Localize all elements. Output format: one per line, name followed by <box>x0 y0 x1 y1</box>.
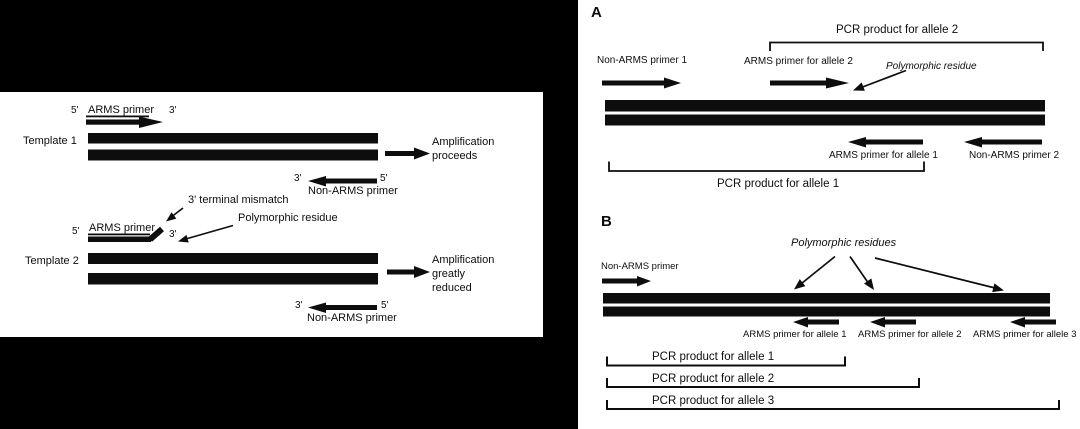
non-arms-primer1-label: Non-ARMS primer 1 <box>597 55 688 66</box>
panel-b-label: B <box>601 213 612 230</box>
mismatch-pointer-arrow <box>166 207 184 222</box>
pcr-product-allele1-label-a: PCR product for allele 1 <box>717 178 840 190</box>
arms-principle-panel: 5' ARMS primer 3' Template 1 Amplificati… <box>0 92 543 337</box>
arms-primer-allele1-arrow-b <box>793 317 839 328</box>
pcr-allele2-bracket <box>769 41 1044 51</box>
polymorphic-residue-arrow-a <box>853 69 907 91</box>
t1-bottom-three-prime: 3' <box>294 173 302 184</box>
pcr-product-allele2-label-a: PCR product for allele 2 <box>836 24 959 36</box>
amplification-reduced-arrow <box>387 266 430 278</box>
polymorphic-site-hatch <box>866 292 877 317</box>
panel-a-label: A <box>591 4 602 21</box>
polymorphic-residue-label-a: Polymorphic residue <box>886 61 977 72</box>
template1-arms-primer-arrow <box>86 115 163 128</box>
right-panel-graphics <box>602 41 1060 410</box>
t2-arms-primer-label: ARMS primer <box>89 222 156 234</box>
pcr-allele1-bracket-a <box>608 161 925 172</box>
t2-three-prime-label: 3' <box>169 229 177 240</box>
pcr-product-allele1-label-b: PCR product for allele 1 <box>652 351 775 363</box>
non-arms-primer2-arrow <box>964 137 1042 148</box>
template1-dna-bars <box>88 133 378 161</box>
amplification-reduced-line2: greatly <box>432 268 466 280</box>
arms-primer-allele2-label-b: ARMS primer for allele 2 <box>858 329 962 340</box>
t1-non-arms-primer-label: Non-ARMS primer <box>308 185 398 197</box>
left-panel-graphics <box>86 115 430 313</box>
t2-five-prime-label: 5' <box>72 226 80 237</box>
t1-arms-primer-label: ARMS primer <box>88 104 155 116</box>
amplification-proceeds-line1: Amplification <box>432 136 495 148</box>
template2-arms-primer-bent <box>88 226 164 242</box>
pcr-allele1-bracket-b <box>606 356 846 367</box>
t1-bottom-five-prime: 5' <box>380 173 388 184</box>
pcr-product-allele2-label-b: PCR product for allele 2 <box>652 373 775 385</box>
t2-bottom-five-prime: 5' <box>381 300 389 311</box>
t2-non-arms-primer-label: Non-ARMS primer <box>307 312 397 324</box>
template2-label: Template 2 <box>25 255 79 267</box>
t1-three-prime-label: 3' <box>169 105 177 116</box>
non-arms-primer-arrow-b <box>602 276 651 287</box>
arms-primer-allele3-arrow-b <box>1010 317 1056 328</box>
dna-bars-a <box>605 100 1045 126</box>
pcr-product-allele3-label-b: PCR product for allele 3 <box>652 395 775 407</box>
polymorphic-pointer-arrow <box>178 224 234 243</box>
t1-five-prime-label: 5' <box>71 105 79 116</box>
amplification-proceeds-arrow <box>385 147 430 160</box>
polymorphic-residues-arrows-b <box>794 255 1004 293</box>
dna-bars-b <box>603 293 1050 317</box>
pcr-allele2-bracket-b <box>606 378 920 388</box>
template1-non-arms-primer-arrow <box>308 176 377 187</box>
arms-primer-allele2-arrow-b <box>870 317 916 328</box>
non-arms-primer2-label: Non-ARMS primer 2 <box>969 150 1060 161</box>
polymorphic-residues-label-b: Polymorphic residues <box>791 237 897 249</box>
pcr-allele3-bracket-b <box>606 400 1060 410</box>
arms-primer-allele3-label-b: ARMS primer for allele 3 <box>973 329 1077 340</box>
template1-label: Template 1 <box>23 135 77 147</box>
polymorphic-residue-label-left: Polymorphic residue <box>238 212 338 224</box>
polymorphic-site-checker <box>1001 293 1011 316</box>
arms-primer-allele1-label-a: ARMS primer for allele 1 <box>829 150 938 161</box>
template2-non-arms-primer-arrow <box>308 302 377 313</box>
arms-primer-allele2-label-a: ARMS primer for allele 2 <box>744 56 853 67</box>
non-arms-primer-label-b: Non-ARMS primer <box>601 261 679 272</box>
amplification-proceeds-line2: proceeds <box>432 150 478 162</box>
amplification-reduced-line1: Amplification <box>432 254 495 266</box>
template2-dna-bars <box>88 253 378 285</box>
mismatch-label: 3' terminal mismatch <box>188 194 289 206</box>
allele-pcr-panel: A PCR product for allele 2 Non-ARMS prim… <box>578 0 1080 429</box>
t2-bottom-three-prime: 3' <box>295 300 303 311</box>
arms-primer-allele1-arrow-a <box>848 137 923 148</box>
amplification-reduced-line3: reduced <box>432 282 472 294</box>
non-arms-primer1-arrow <box>602 77 681 89</box>
arms-primer-allele1-label-b: ARMS primer for allele 1 <box>743 329 847 340</box>
arms-primer-allele2-arrow <box>770 77 849 89</box>
